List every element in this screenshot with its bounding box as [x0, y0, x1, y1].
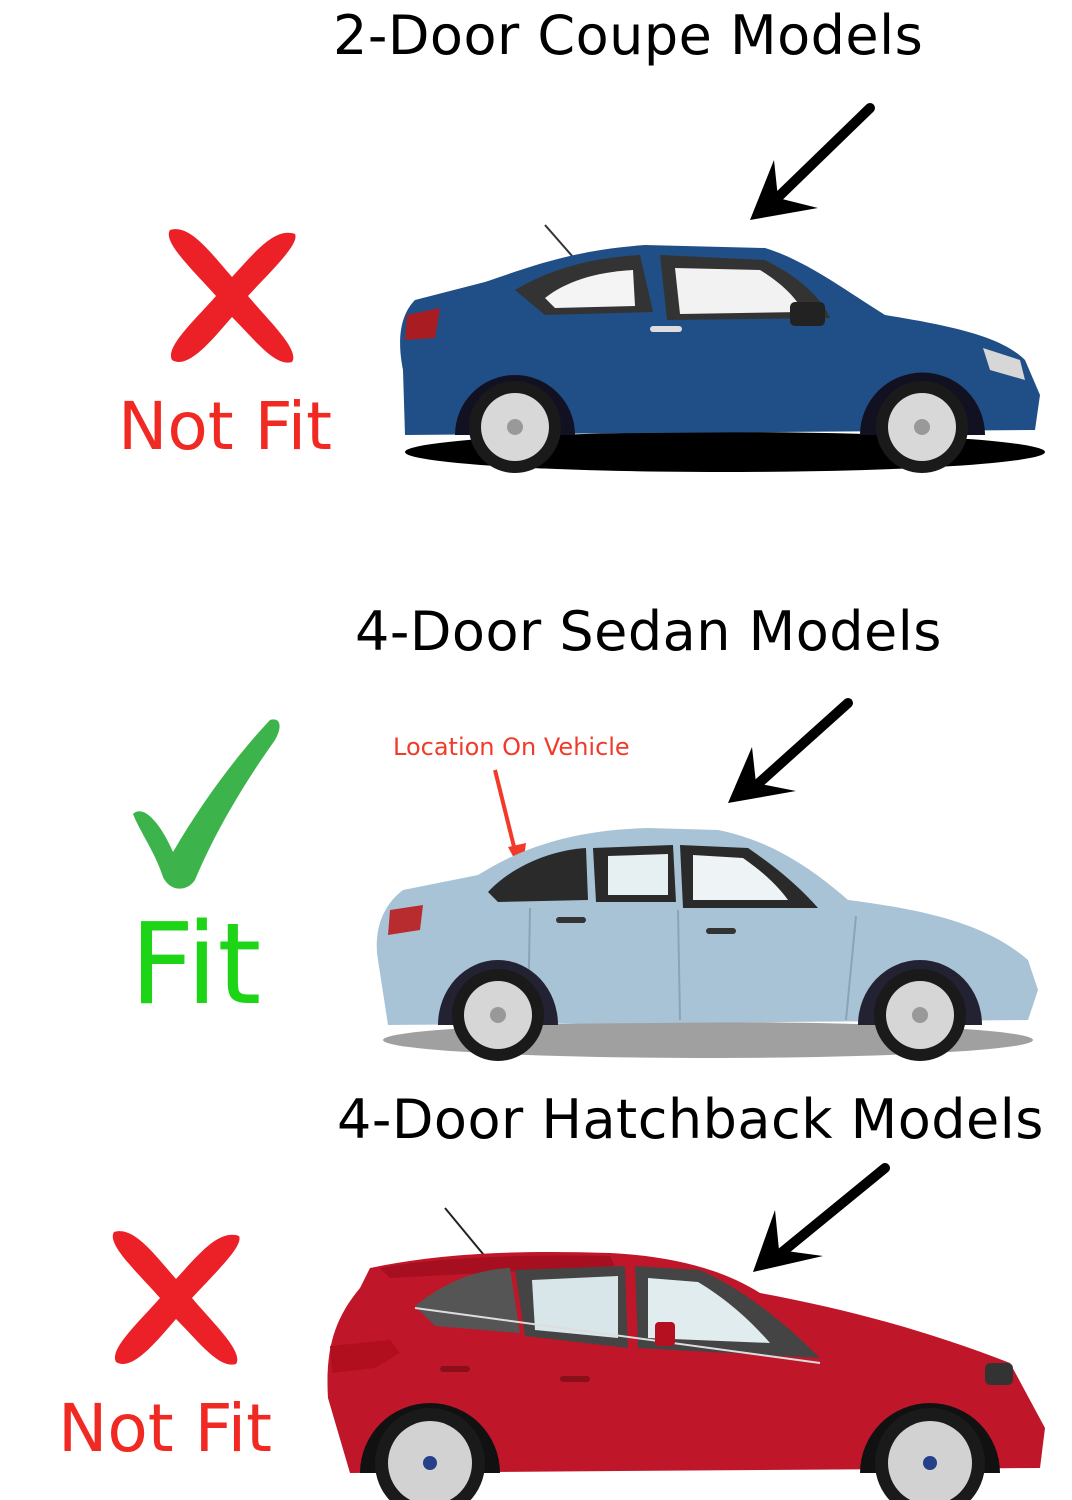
arrow-icon	[728, 698, 853, 803]
coupe-car-image	[400, 224, 1045, 473]
sedan-car-image	[376, 828, 1038, 1061]
x-mark-icon	[112, 1231, 240, 1365]
status-not-fit-coupe: Not Fit	[118, 388, 332, 465]
status-fit-sedan: Fit	[130, 900, 262, 1030]
arrow-icon	[750, 103, 875, 220]
location-annotation: Location On Vehicle	[393, 733, 630, 761]
check-mark-icon	[133, 719, 280, 889]
status-not-fit-hatchback: Not Fit	[58, 1390, 272, 1467]
heading-coupe: 2-Door Coupe Models	[333, 4, 924, 67]
hatchback-car-image	[327, 1207, 1046, 1500]
arrow-icon	[753, 1163, 890, 1272]
heading-hatchback: 4-Door Hatchback Models	[337, 1088, 1044, 1151]
heading-sedan: 4-Door Sedan Models	[355, 600, 942, 663]
x-mark-icon	[168, 229, 296, 363]
